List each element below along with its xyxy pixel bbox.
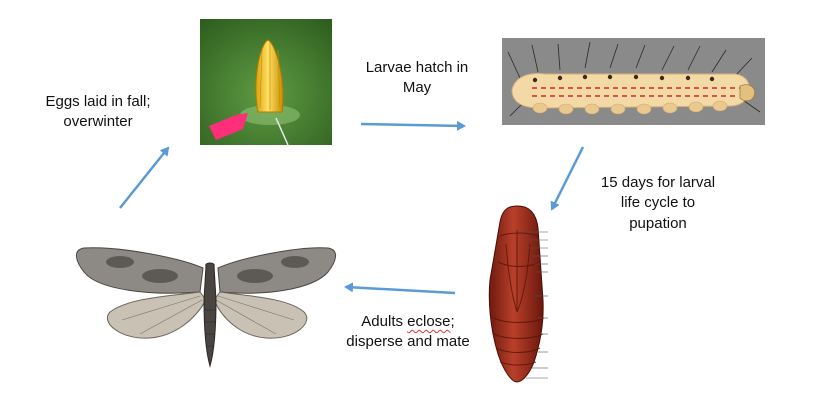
arrow-adult-to-egg bbox=[119, 146, 170, 209]
label-eclose-word: eclose bbox=[407, 313, 451, 330]
label-adults-eclose: Adults eclose; disperse and mate bbox=[328, 312, 488, 353]
label-disperse-mate: ; disperse and mate bbox=[346, 313, 470, 351]
label-larvae-hatch: Larvae hatch in May bbox=[365, 59, 469, 97]
arrow-larva-to-pupa bbox=[550, 146, 585, 211]
egg-marker-arrow-icon bbox=[209, 115, 243, 140]
arrow-egg-to-larva bbox=[360, 120, 466, 131]
pupa-image bbox=[488, 205, 548, 383]
egg-image bbox=[200, 19, 332, 146]
larva-image bbox=[502, 38, 765, 125]
arrow-pupa-to-adult bbox=[344, 282, 456, 295]
label-adults-word: Adults bbox=[361, 313, 408, 330]
label-eggs-overwinter: Eggs laid in fall; overwinter bbox=[45, 93, 151, 131]
label-larval-cycle: 15 days for larval life cycle to pupatio… bbox=[600, 174, 716, 232]
moth-image bbox=[76, 247, 336, 368]
